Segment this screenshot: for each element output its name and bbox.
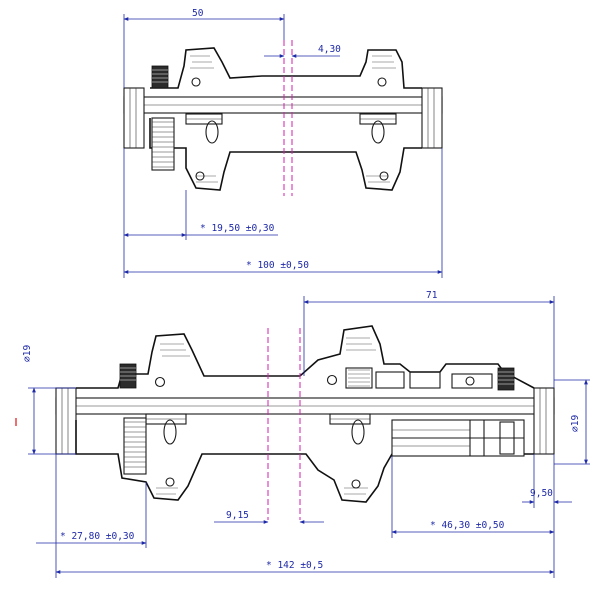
front-hub-drawing bbox=[123, 40, 443, 196]
dim-front-disc-offset: * 19,50 ±0,30 bbox=[200, 223, 275, 234]
rear-disc-mount bbox=[123, 417, 147, 475]
dim-front-half-width: 50 bbox=[192, 8, 204, 19]
front-shell-bottom bbox=[149, 118, 422, 191]
rear-shell-bottom bbox=[75, 420, 534, 503]
front-shell-top bbox=[150, 47, 422, 89]
rear-freehub-body bbox=[391, 419, 525, 457]
front-dimensions: 50 4,30 * 19,50 ±0,30 * 100 ±0,50 bbox=[123, 8, 443, 278]
rear-dimensions: 71 ⌀19 ⌀19 * 27,80 ±0,30 9,15 * 46,30 ±0… bbox=[15, 290, 590, 578]
rear-right-end-cap bbox=[533, 387, 555, 455]
rear-hub-drawing bbox=[55, 325, 555, 520]
rear-left-end-cap bbox=[55, 387, 77, 455]
rear-shell-top bbox=[76, 325, 535, 389]
rear-drive-lockring bbox=[497, 367, 515, 391]
dim-rear-drive-half-width: 71 bbox=[426, 290, 438, 301]
dim-rear-end-cap-width: 9,50 bbox=[530, 488, 553, 499]
dim-front-center-offset: 4,30 bbox=[318, 44, 341, 55]
dim-rear-right-axle-diameter: ⌀19 bbox=[570, 415, 581, 432]
front-disc-mount bbox=[151, 117, 175, 171]
dim-rear-disc-offset: * 27,80 ±0,30 bbox=[60, 531, 135, 542]
front-right-end-cap bbox=[421, 87, 443, 149]
dim-rear-freehub-offset: * 46,30 ±0,50 bbox=[430, 520, 505, 531]
dim-front-overall-width: * 100 ±0,50 bbox=[246, 260, 309, 271]
dim-rear-overall-width: * 142 ±0,5 bbox=[266, 560, 323, 571]
front-lockring bbox=[151, 65, 169, 89]
dim-rear-left-axle-diameter: ⌀19 bbox=[22, 345, 33, 362]
front-left-end-cap bbox=[123, 87, 145, 149]
rear-pawl-mechanism bbox=[345, 367, 493, 389]
dim-rear-center-offset: 9,15 bbox=[226, 510, 249, 521]
